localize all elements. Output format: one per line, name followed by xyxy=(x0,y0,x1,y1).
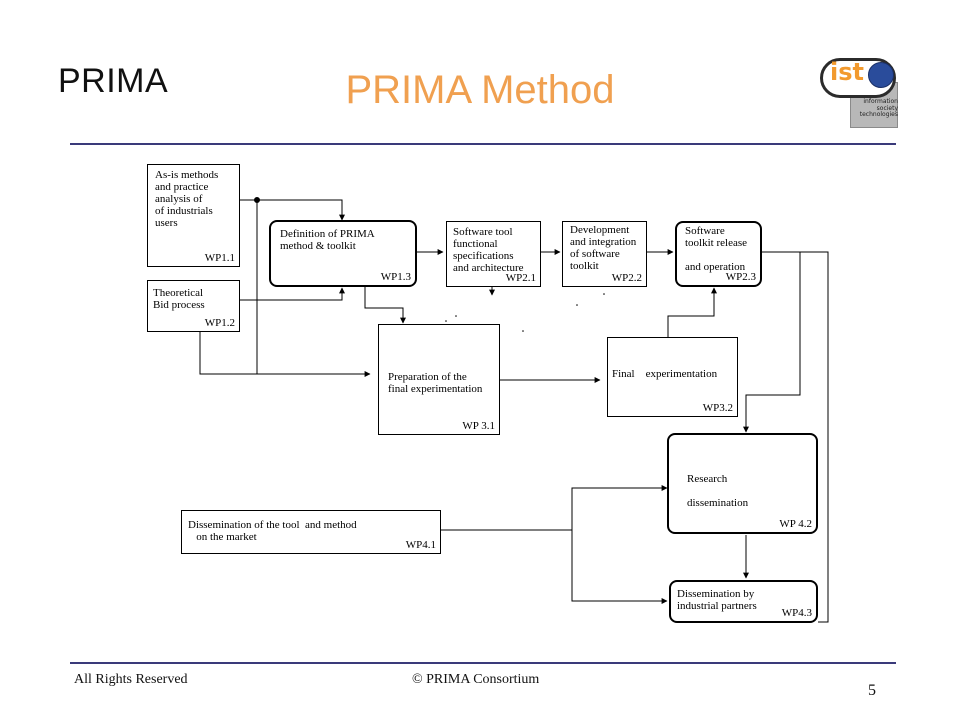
connector-wp12-wp13 xyxy=(240,287,345,301)
box-wp21: Software tool functional specifications … xyxy=(446,221,541,287)
wp13-code: WP1.3 xyxy=(380,271,411,283)
box-wp22: Development and integration of software … xyxy=(562,221,647,287)
connector-wp12-wp31 xyxy=(199,332,371,377)
connector-wp41-wp43 xyxy=(571,530,668,604)
wp11-code: WP1.1 xyxy=(204,252,235,264)
connector-wp11-wp13 xyxy=(240,199,345,221)
globe-icon xyxy=(868,62,894,88)
ist-logo: ist information society technologies xyxy=(818,52,900,128)
box-wp31: Preparation of the final experimentation… xyxy=(378,324,500,435)
box-wp13: Definition of PRIMA method & toolkit WP1… xyxy=(269,220,417,287)
footer-copyright: © PRIMA Consortium xyxy=(412,672,540,687)
top-divider xyxy=(70,143,896,145)
box-wp23: Software toolkit release and operation W… xyxy=(675,221,762,287)
wp32-label: Final experimentation xyxy=(612,368,718,380)
connector-wp13-wp31 xyxy=(364,287,406,324)
wp12-code: WP1.2 xyxy=(204,317,235,329)
wp42-code: WP 4.2 xyxy=(779,518,812,530)
stray-dot xyxy=(522,330,524,332)
logo-text: ist xyxy=(830,58,864,86)
wp21-code: WP2.1 xyxy=(505,272,536,284)
stray-dot xyxy=(445,320,447,322)
page-number: 5 xyxy=(868,682,876,699)
connector-wp23-wp43 xyxy=(762,251,829,623)
connector-wp32-wp23 xyxy=(667,287,717,337)
wp43-code: WP4.3 xyxy=(781,607,812,619)
wp21-label: Software tool functional specifications … xyxy=(453,226,524,274)
wp41-label: Dissemination of the tool and method on … xyxy=(188,519,357,543)
footer-rights: All Rights Reserved xyxy=(74,672,188,687)
wp31-code: WP 3.1 xyxy=(462,420,495,432)
wp42-label: Research dissemination xyxy=(687,473,749,509)
box-wp32: Final experimentation WP3.2 xyxy=(607,337,738,417)
wp41-code: WP4.1 xyxy=(405,539,436,551)
logo-subtext: information society technologies xyxy=(859,98,898,118)
wp31-label: Preparation of the final experimentation xyxy=(388,371,483,395)
wp11-label: As-is methods and practice analysis of o… xyxy=(155,169,219,229)
box-wp41: Dissemination of the tool and method on … xyxy=(181,510,441,554)
wp13-label: Definition of PRIMA method & toolkit xyxy=(280,228,375,252)
wp23-label: Software toolkit release and operation xyxy=(685,225,748,273)
wp22-code: WP2.2 xyxy=(611,272,642,284)
wp43-label: Dissemination by industrial partners xyxy=(677,588,757,612)
stray-dot xyxy=(455,315,457,317)
wp23-code: WP2.3 xyxy=(725,271,756,283)
slide-title: PRIMA Method xyxy=(345,68,615,112)
bottom-divider xyxy=(70,662,896,664)
box-wp12: Theoretical Bid process WP1.2 xyxy=(147,280,240,332)
box-wp11: As-is methods and practice analysis of o… xyxy=(147,164,240,267)
brand-label: PRIMA xyxy=(58,62,169,100)
wp12-label: Theoretical Bid process xyxy=(153,287,205,311)
box-wp43: Dissemination by industrial partners WP4… xyxy=(669,580,818,623)
box-wp42: Research dissemination WP 4.2 xyxy=(667,433,818,534)
wp32-code: WP3.2 xyxy=(702,402,733,414)
connector-wp41-wp42 xyxy=(571,485,668,530)
stray-dot xyxy=(603,293,605,295)
stray-dot xyxy=(576,304,578,306)
wp22-label: Development and integration of software … xyxy=(570,224,637,272)
